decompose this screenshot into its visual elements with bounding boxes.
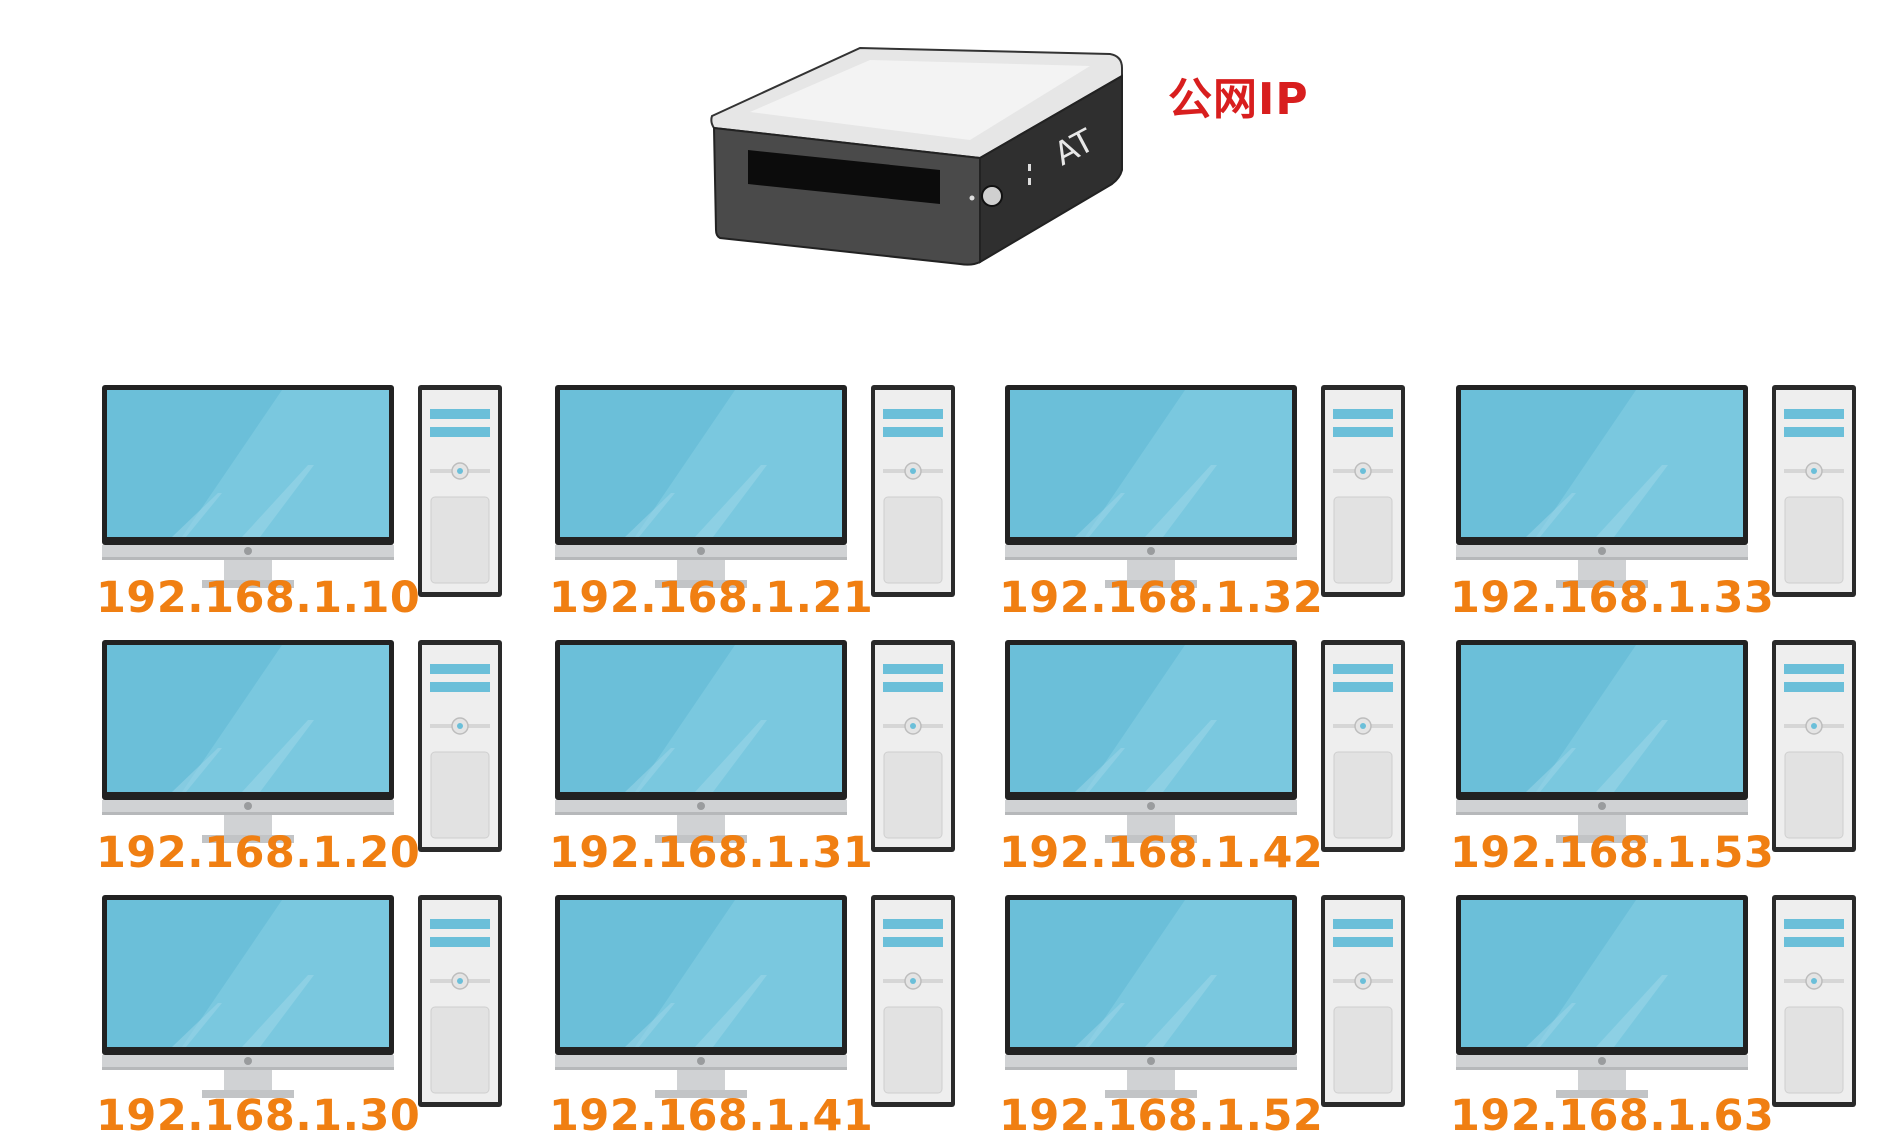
computer-ip-label: 192.168.1.10 <box>96 573 421 623</box>
pc-tower-icon <box>1772 895 1856 1107</box>
computer-ip-label: 192.168.1.41 <box>549 1091 874 1141</box>
monitor-icon <box>555 385 847 588</box>
desktop-computer-icon <box>555 640 955 852</box>
desktop-computer-icon <box>1005 385 1405 597</box>
desktop-computer-icon <box>1456 895 1856 1107</box>
lan-computer: 192.168.1.33 <box>1450 385 1876 633</box>
computer-ip-label: 192.168.1.33 <box>1450 573 1775 623</box>
desktop-computer-icon <box>1456 640 1856 852</box>
pc-tower-icon <box>871 640 955 852</box>
monitor-icon <box>1005 385 1297 588</box>
desktop-computer-icon <box>1005 640 1405 852</box>
lan-computer: 192.168.1.30 <box>96 895 522 1143</box>
lan-computer: 192.168.1.20 <box>96 640 522 888</box>
monitor-icon <box>1005 640 1297 843</box>
computer-ip-label: 192.168.1.53 <box>1450 828 1775 878</box>
desktop-computer-icon <box>1005 895 1405 1107</box>
lan-computer: 192.168.1.41 <box>549 895 975 1143</box>
desktop-computer-icon <box>1456 385 1856 597</box>
pc-tower-icon <box>1321 385 1405 597</box>
pc-tower-icon <box>1321 640 1405 852</box>
public-ip-label: 公网IP <box>1168 74 1309 125</box>
pc-tower-icon <box>418 385 502 597</box>
monitor-icon <box>1005 895 1297 1098</box>
monitor-icon <box>555 640 847 843</box>
lan-computer: 192.168.1.53 <box>1450 640 1876 888</box>
desktop-computer-icon <box>102 640 502 852</box>
monitor-icon <box>102 640 394 843</box>
monitor-icon <box>1456 640 1748 843</box>
lan-computer: 192.168.1.10 <box>96 385 522 633</box>
computer-ip-label: 192.168.1.32 <box>999 573 1324 623</box>
monitor-icon <box>1456 385 1748 588</box>
lan-computer: 192.168.1.31 <box>549 640 975 888</box>
computer-ip-label: 192.168.1.20 <box>96 828 421 878</box>
desktop-computer-icon <box>555 895 955 1107</box>
monitor-icon <box>1456 895 1748 1098</box>
lan-computer: 192.168.1.52 <box>999 895 1425 1143</box>
pc-tower-icon <box>1772 385 1856 597</box>
desktop-computer-icon <box>102 385 502 597</box>
monitor-icon <box>555 895 847 1098</box>
lan-computer: 192.168.1.32 <box>999 385 1425 633</box>
lan-computer: 192.168.1.21 <box>549 385 975 633</box>
desktop-computer-icon <box>555 385 955 597</box>
computer-ip-label: 192.168.1.52 <box>999 1091 1324 1141</box>
computer-ip-label: 192.168.1.30 <box>96 1091 421 1141</box>
pc-tower-icon <box>418 895 502 1107</box>
desktop-computer-icon <box>102 895 502 1107</box>
computer-ip-label: 192.168.1.63 <box>1450 1091 1775 1141</box>
computer-ip-label: 192.168.1.31 <box>549 828 874 878</box>
pc-tower-icon <box>871 895 955 1107</box>
pc-tower-icon <box>871 385 955 597</box>
computer-ip-label: 192.168.1.21 <box>549 573 874 623</box>
router-box-icon: AT <box>710 46 1123 266</box>
monitor-icon <box>102 895 394 1098</box>
pc-tower-icon <box>418 640 502 852</box>
monitor-icon <box>102 385 394 588</box>
computer-ip-label: 192.168.1.42 <box>999 828 1324 878</box>
pc-tower-icon <box>1772 640 1856 852</box>
lan-computer: 192.168.1.63 <box>1450 895 1876 1143</box>
lan-computer: 192.168.1.42 <box>999 640 1425 888</box>
pc-tower-icon <box>1321 895 1405 1107</box>
